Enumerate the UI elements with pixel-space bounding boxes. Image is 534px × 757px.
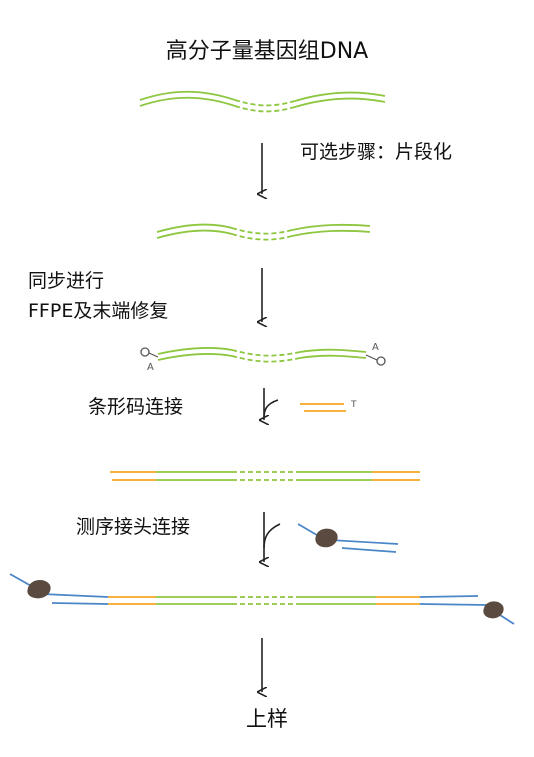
final-step-label: 上样 [246,707,288,731]
motor-protein-left-icon [27,579,51,599]
flow-arrow-3-join [263,399,279,419]
t-overhang-label: T [350,400,357,410]
step-repair-label-line1: 同步进行 [28,270,105,292]
end-cap-left-icon [140,347,150,357]
sequencing-adapter [297,523,399,553]
end-cap-right-icon [376,356,386,366]
barcoded-dna-strand [110,471,420,481]
adapted-library-strand [9,573,515,625]
hmw-dna-strand [139,90,386,113]
end-cap-right-link [365,354,378,361]
end-repaired-dna-strand [157,347,367,363]
step-adapter-ligation-label: 测序接头连接 [76,516,191,538]
motor-protein-icon [315,528,338,548]
flow-arrow-4-join [263,523,281,549]
barcode-adapter [300,403,346,412]
a-tail-right-label: A [372,342,379,353]
step-fragmentation-label: 可选步骤：片段化 [300,141,453,163]
step-repair-label-line2: FFPE及末端修复 [28,300,169,322]
diagram-title: 高分子量基因组DNA [165,39,369,64]
end-cap-left-link [148,352,159,358]
motor-protein-right-icon [483,601,504,619]
a-tail-left-label: A [147,362,154,373]
fragmented-dna-strand [156,223,371,241]
step-barcode-ligation-label: 条形码连接 [88,396,184,418]
